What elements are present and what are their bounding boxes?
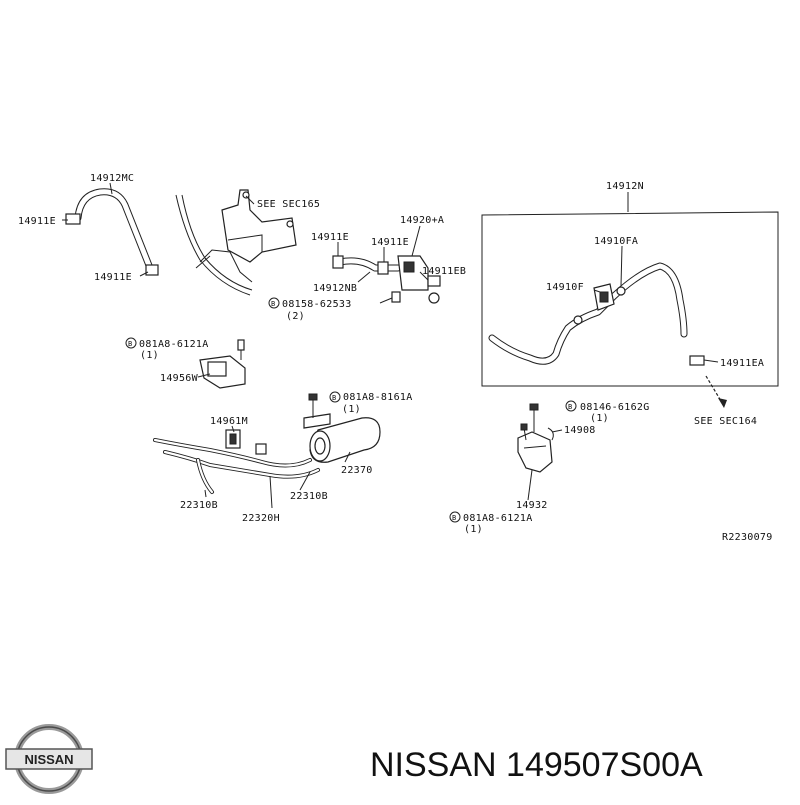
valve-14920a bbox=[332, 255, 441, 304]
hose-14912mc bbox=[65, 188, 159, 276]
label-14911e-mid-right: 14911E bbox=[371, 237, 409, 248]
label-14920a: 14920+A bbox=[400, 215, 444, 226]
clamp-14911ea bbox=[689, 355, 719, 366]
bracket-14932 bbox=[517, 403, 554, 473]
label-081a8-8161a: 081A8-8161A bbox=[343, 392, 413, 403]
label-14911ea: 14911EA bbox=[720, 358, 764, 369]
label-14910f: 14910F bbox=[546, 282, 584, 293]
nissan-logo: NISSAN bbox=[5, 724, 93, 794]
box-14912n bbox=[481, 211, 779, 387]
label-14912mc: 14912MC bbox=[90, 173, 134, 184]
label-081a8-6121a-left-qty: (1) bbox=[140, 350, 159, 361]
label-14908: 14908 bbox=[564, 425, 596, 436]
label-14912nb: 14912NB bbox=[313, 283, 357, 294]
label-14911e-mid-left: 14911E bbox=[311, 232, 349, 243]
label-081a8-6121a-right: 081A8-6121A bbox=[463, 513, 533, 524]
label-22320h: 22320H bbox=[242, 513, 280, 524]
label-14911e-left-top: 14911E bbox=[18, 216, 56, 227]
solenoid-14956w bbox=[199, 339, 246, 389]
bolt-mark-081a8-1-letter: B bbox=[128, 340, 133, 348]
arrow-sec164 bbox=[705, 375, 727, 408]
bolt-mark-08146-letter: B bbox=[568, 403, 573, 411]
label-reference-code: R2230079 bbox=[722, 532, 773, 543]
label-14956w: 14956W bbox=[160, 373, 199, 384]
label-14911eb: 14911EB bbox=[422, 266, 466, 277]
label-081a8-6121a-right-qty: (1) bbox=[464, 524, 483, 535]
bolt-mark-08146 bbox=[565, 400, 577, 412]
label-08146-qty: (1) bbox=[590, 413, 609, 424]
label-14912n: 14912N bbox=[606, 181, 644, 192]
bracket-sec165 bbox=[175, 189, 297, 296]
bolt-mark-08158-letter: B bbox=[271, 300, 276, 308]
label-08158: 08158-62533 bbox=[282, 299, 352, 310]
bolt-mark-081a8-1 bbox=[125, 337, 137, 349]
part-number-title: NISSAN 149507S00A bbox=[370, 746, 703, 784]
label-14932: 14932 bbox=[516, 500, 548, 511]
hose-14912n bbox=[488, 262, 688, 365]
logo-text: NISSAN bbox=[24, 752, 73, 767]
bolt-mark-081a8-3 bbox=[449, 511, 461, 523]
harness-22320h bbox=[153, 429, 320, 494]
canister-22370 bbox=[303, 393, 381, 463]
label-22370: 22370 bbox=[341, 465, 373, 476]
label-081a8-6121a-left: 081A8-6121A bbox=[139, 339, 209, 350]
label-081a8-8161a-qty: (1) bbox=[342, 404, 361, 415]
bolt-mark-081a8-2-letter: B bbox=[332, 394, 337, 402]
label-14961m: 14961M bbox=[210, 416, 248, 427]
label-08146: 08146-6162G bbox=[580, 402, 650, 413]
bolt-mark-081a8-2 bbox=[329, 391, 341, 403]
label-08158-qty: (2) bbox=[286, 311, 305, 322]
label-14911e-left-bottom: 14911E bbox=[94, 272, 132, 283]
label-see-sec164: SEE SEC164 bbox=[694, 416, 757, 427]
label-22310b-right: 22310B bbox=[290, 491, 328, 502]
bolt-mark-08158 bbox=[268, 297, 280, 309]
label-22310b-left: 22310B bbox=[180, 500, 218, 511]
label-14910fa: 14910FA bbox=[594, 236, 638, 247]
bolt-mark-081a8-3-letter: B bbox=[452, 514, 457, 522]
label-see-sec165: SEE SEC165 bbox=[257, 199, 320, 210]
